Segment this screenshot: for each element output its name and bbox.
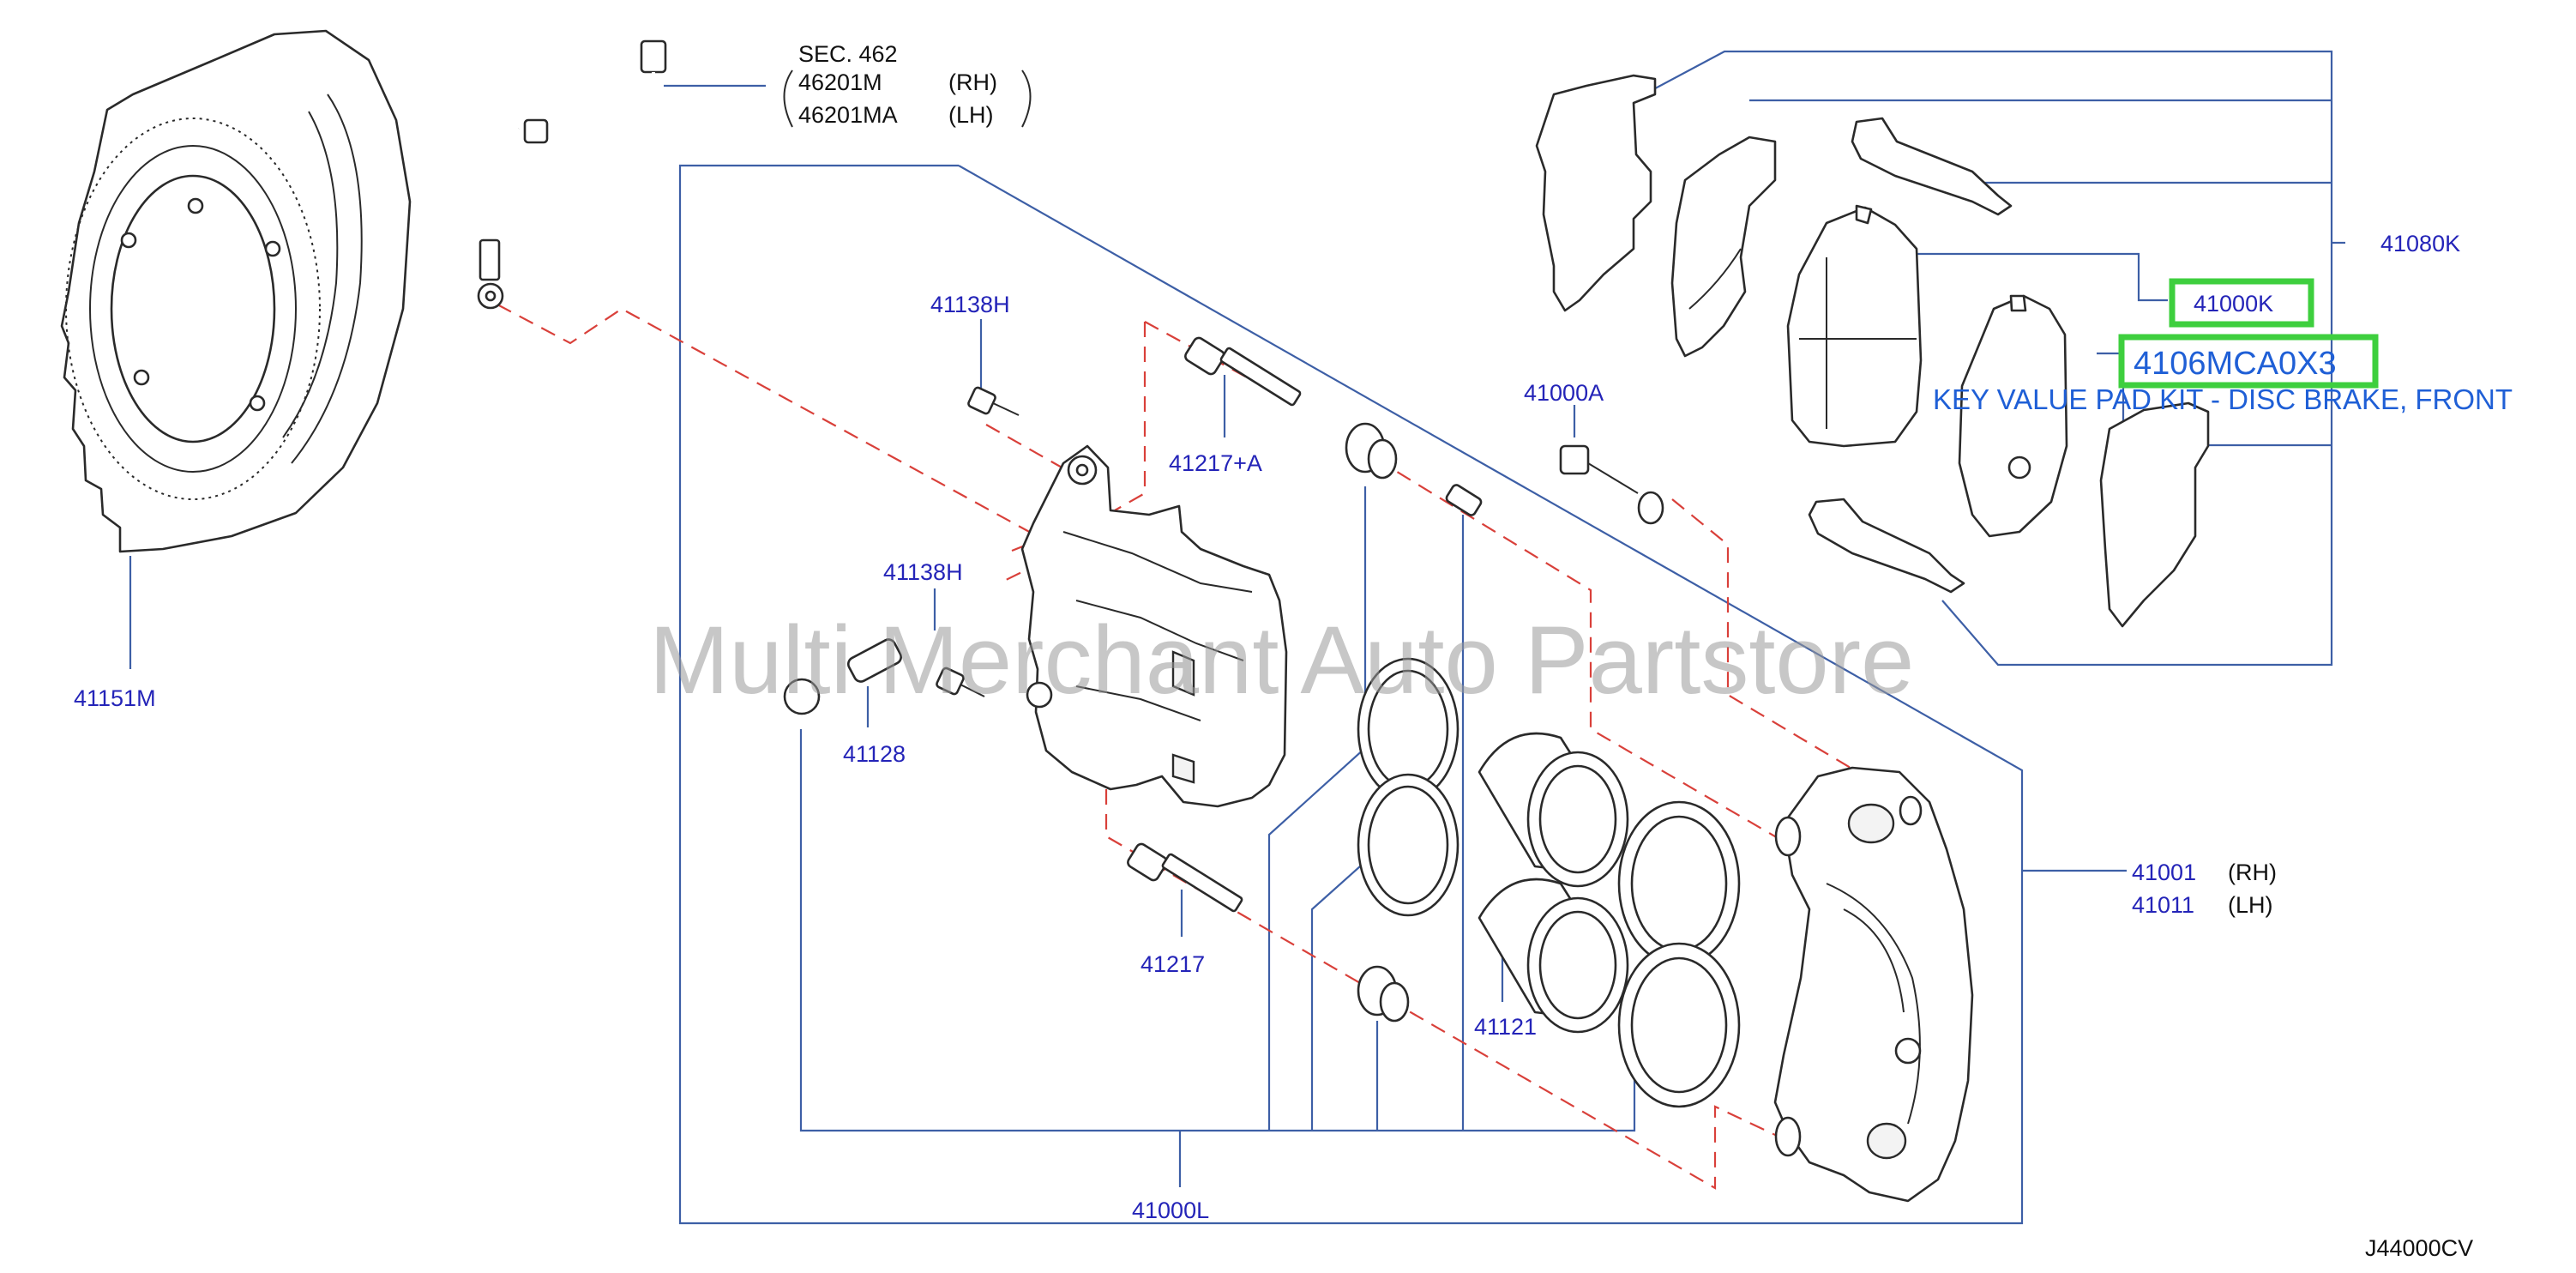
piston-seal-rings-part[interactable] [1357,657,1460,917]
brake-hose-part[interactable] [477,39,667,310]
caliper-body-part[interactable] [1773,766,1974,1203]
sec-462-reference: SEC. 462 46201M (RH) 46201MA (LH) [783,41,1032,128]
highlight-part-number-label: 4106MCA0X3 [2134,346,2337,382]
sec-462-label: SEC. 462 [798,41,898,67]
sec-ref-rh: 46201M [798,69,882,95]
sec-ref-lh: 46201MA [798,102,898,128]
caliper-bracket-part[interactable] [1020,444,1288,808]
callout-41151m[interactable]: 41151M [74,685,156,711]
callout-41128[interactable]: 41128 [843,741,906,767]
callout-41001[interactable]: 41001 [2132,860,2196,885]
sec-ref-rh-side: (RH) [948,69,997,95]
assembly-lines [497,304,1887,1190]
bolt-41138h-top-part[interactable] [967,386,1020,416]
highlight-part-number[interactable]: 4106MCA0X3 [2118,334,2379,389]
shim-plate-3-part[interactable] [2099,401,2210,628]
pad-clip-bottom-part[interactable] [1808,498,1965,594]
dust-shield-part[interactable] [60,29,412,553]
callout-41138h-top[interactable]: 41138H [930,292,1010,317]
sec-ref-lh-side: (LH) [948,102,994,128]
guide-pin-41217a-part[interactable] [1183,336,1302,407]
callout-41000l[interactable]: 41000L [1132,1198,1209,1223]
bolt-41138h-mid-part[interactable] [936,667,985,697]
callout-41121[interactable]: 41121 [1474,1014,1537,1040]
pistons-41121-part[interactable] [1478,732,1629,1034]
watermark: Multi Merchant Auto Partstore [649,606,1914,714]
highlight-41000k-label: 41000K [2194,291,2273,317]
shim-plate-1-part[interactable] [1535,74,1657,312]
pin-boot-top-part[interactable] [1345,422,1398,480]
highlight-description: KEY VALUE PAD KIT - DISC BRAKE, FRONT [1933,383,2513,415]
brake-pad-outer-part[interactable] [1958,294,2068,538]
pin-boot-bottom-part[interactable] [1357,965,1410,1023]
bleeder-bolt-41000a-part[interactable] [1559,444,1664,525]
dust-seals-part[interactable] [1617,800,1741,1108]
callout-41000a[interactable]: 41000A [1524,380,1604,406]
pad-clip-top-part[interactable] [1851,117,2013,216]
highlight-kit-number[interactable]: 41000K [2169,278,2314,328]
callout-41011-side: (LH) [2228,892,2273,918]
callout-41217[interactable]: 41217 [1141,951,1205,977]
pin-41128-part[interactable] [783,637,904,715]
callout-41001-side: (RH) [2228,860,2277,885]
brake-pad-inner-part[interactable] [1786,204,1923,448]
callout-41011[interactable]: 41011 [2132,892,2194,918]
callout-41138h-mid[interactable]: 41138H [883,559,963,585]
shim-plate-2-part[interactable] [1670,136,1777,358]
guide-pin-41217-part[interactable] [1126,842,1243,913]
diagram-code: J44000CV [2365,1235,2473,1261]
sleeve-part[interactable] [1445,484,1483,517]
callout-41080k[interactable]: 41080K [2380,231,2460,256]
callout-41217a[interactable]: 41217+A [1169,450,1262,476]
